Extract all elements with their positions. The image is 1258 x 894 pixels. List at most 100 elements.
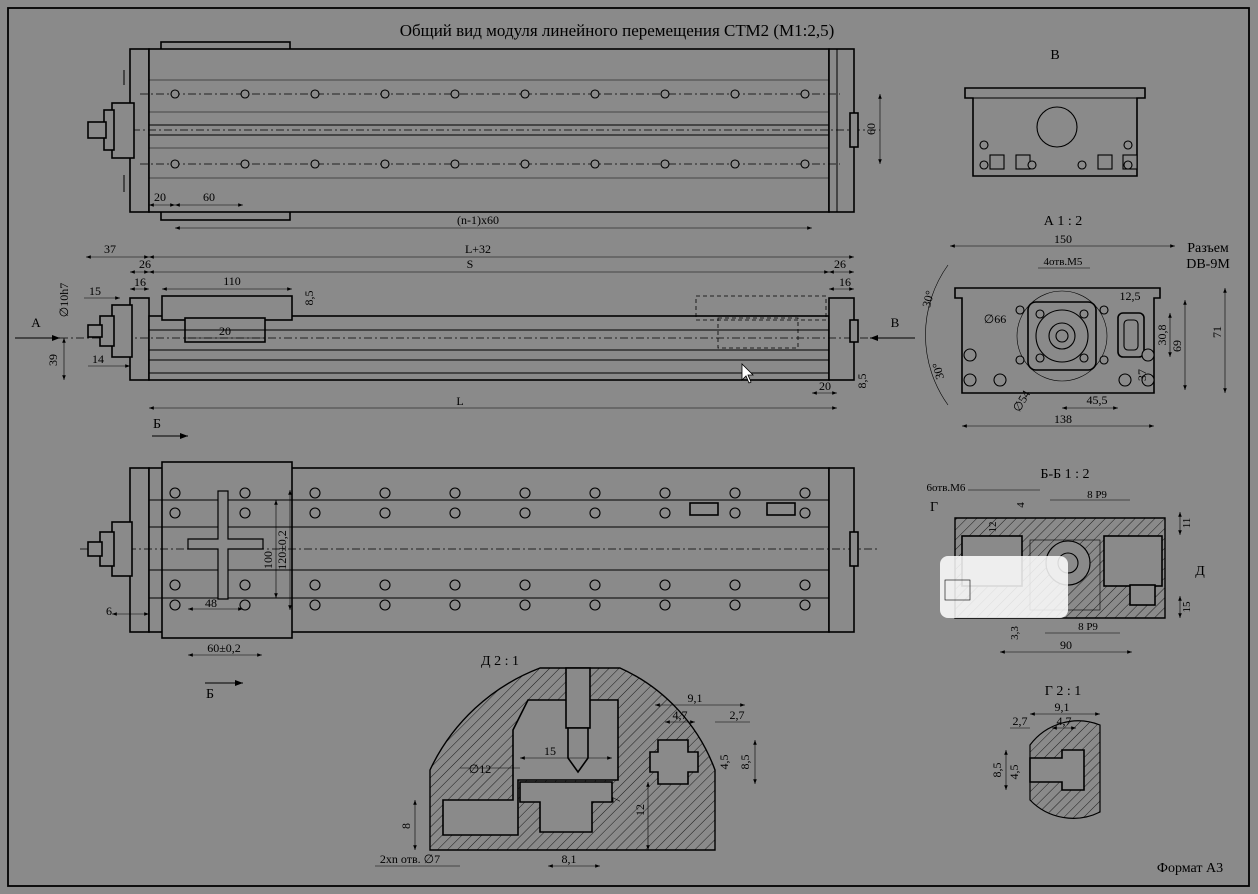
mounting-hole — [310, 89, 320, 99]
detail-g-dim-45: 4,5 — [1007, 765, 1021, 780]
detail-d-dim-15: 15 — [544, 744, 556, 758]
mounting-hole — [729, 579, 741, 591]
side-dim-l32: L+32 — [465, 242, 491, 256]
mounting-hole — [449, 507, 461, 519]
mounting-hole — [729, 487, 741, 499]
side-dim-s: S — [467, 257, 474, 271]
drawing-title: Общий вид модуля линейного перемещения С… — [400, 21, 835, 40]
mounting-hole — [239, 579, 251, 591]
detail-g: Г 2 : 1 9,1 2,7 4,7 8,5 4,5 — [990, 684, 1101, 819]
side-dim-l: L — [456, 394, 463, 408]
view-a-dim-71: 71 — [1210, 326, 1224, 338]
detail-g-dim-27: 2,7 — [1013, 714, 1028, 728]
mounting-hole — [169, 487, 181, 499]
side-dim-39: 39 — [46, 354, 60, 366]
view-a-dim-455: 45,5 — [1087, 393, 1108, 407]
section-mark-b-bottom: Б — [206, 687, 214, 702]
section-bb: Б-Б 1 : 2 6отв.M6 8 P9 4 12 11 15 3,3 8 … — [927, 467, 1205, 654]
top-dim-pitch: (n-1)x60 — [457, 213, 499, 227]
mounting-hole — [380, 159, 390, 169]
view-a-dim-125: 12,5 — [1120, 289, 1141, 303]
detail-d-label: Д 2 : 1 — [481, 654, 519, 669]
mounting-hole — [449, 487, 461, 499]
mounting-hole — [240, 159, 250, 169]
mounting-hole — [310, 159, 320, 169]
view-v-label: В — [1050, 48, 1059, 63]
section-bb-dim-4: 4 — [1015, 502, 1027, 508]
side-dim-20-end: 20 — [819, 379, 831, 393]
bottom-dim-6: 6 — [106, 604, 112, 618]
mounting-hole — [799, 507, 811, 519]
section-bb-dim-15: 15 — [1181, 601, 1193, 613]
section-bb-dim-11: 11 — [1181, 518, 1193, 529]
view-a-angle-bottom: 30° — [929, 361, 947, 381]
sheet-format-label: Формат А3 — [1157, 861, 1223, 876]
mounting-hole — [450, 89, 460, 99]
side-dim-20-carriage: 20 — [219, 324, 231, 338]
mounting-hole — [660, 89, 670, 99]
sheet-frame — [7, 7, 1250, 887]
mounting-hole — [379, 507, 391, 519]
mounting-hole — [799, 487, 811, 499]
side-dim-85-top: 8,5 — [302, 291, 316, 306]
mounting-hole — [659, 599, 671, 611]
mounting-hole — [380, 89, 390, 99]
mounting-hole — [449, 599, 461, 611]
view-a: А 1 : 2 Разъем DB-9M 150 4отв.M5 ∅66 12,… — [919, 214, 1230, 428]
detail-d: Д 2 : 1 ∅12 15 9,1 4,7 2,7 4,5 8,5 7 12 … — [375, 654, 757, 868]
side-dim-15: 15 — [89, 284, 101, 298]
view-v: В — [964, 48, 1146, 177]
mouse-cursor-icon — [741, 363, 754, 384]
top-dim-60: 60 — [203, 190, 215, 204]
mounting-hole — [239, 507, 251, 519]
bottom-dim-100: 100 — [261, 551, 275, 569]
section-bb-dim-12: 12 — [987, 522, 999, 533]
detail-g-dim-91: 9,1 — [1055, 700, 1070, 714]
mounting-hole — [799, 599, 811, 611]
view-a-dim-d66: ∅66 — [984, 312, 1006, 326]
detail-d-dim-91: 9,1 — [688, 691, 703, 705]
mounting-hole — [519, 599, 531, 611]
mounting-hole — [239, 487, 251, 499]
mounting-hole — [450, 159, 460, 169]
mounting-hole — [169, 579, 181, 591]
mounting-hole — [309, 487, 321, 499]
section-bb-dim-33: 3,3 — [1009, 626, 1021, 640]
bottom-dim-120: 120±0,2 — [275, 530, 289, 570]
mounting-hole — [729, 507, 741, 519]
bottom-view: Б Б 100 120±0,2 48 6 60±0,2 — [80, 417, 880, 702]
view-a-dim-150: 150 — [1054, 232, 1072, 246]
mounting-hole — [169, 507, 181, 519]
mounting-hole — [730, 159, 740, 169]
view-a-holes-m5: 4отв.M5 — [1044, 256, 1083, 268]
mounting-hole — [659, 579, 671, 591]
view-a-angle-top: 30° — [919, 289, 937, 309]
mounting-hole — [169, 599, 181, 611]
mounting-hole — [379, 579, 391, 591]
side-dim-26-right: 26 — [834, 257, 846, 271]
side-dim-110: 110 — [223, 274, 241, 288]
mounting-hole — [659, 507, 671, 519]
section-bb-holes-m6: 6отв.M6 — [927, 482, 966, 494]
mounting-hole — [659, 487, 671, 499]
mounting-hole — [519, 507, 531, 519]
mounting-hole — [660, 159, 670, 169]
top-dim-height: 60 — [864, 123, 878, 135]
mounting-hole — [589, 579, 601, 591]
detail-d-dim-27: 2,7 — [730, 708, 745, 722]
bottom-dim-60: 60±0,2 — [207, 641, 241, 655]
view-a-dim-69: 69 — [1170, 340, 1184, 352]
mounting-hole — [170, 159, 180, 169]
mounting-hole — [520, 89, 530, 99]
mounting-hole — [590, 159, 600, 169]
detail-mark-g: Г — [930, 500, 938, 515]
mounting-hole — [309, 507, 321, 519]
detail-d-dim-47: 4,7 — [673, 708, 688, 722]
mounting-hole — [309, 599, 321, 611]
detail-d-dim-7: 7 — [609, 797, 623, 803]
side-dim-16-left: 16 — [134, 275, 146, 289]
mounting-hole — [170, 89, 180, 99]
view-arrow-a: А — [31, 315, 41, 330]
